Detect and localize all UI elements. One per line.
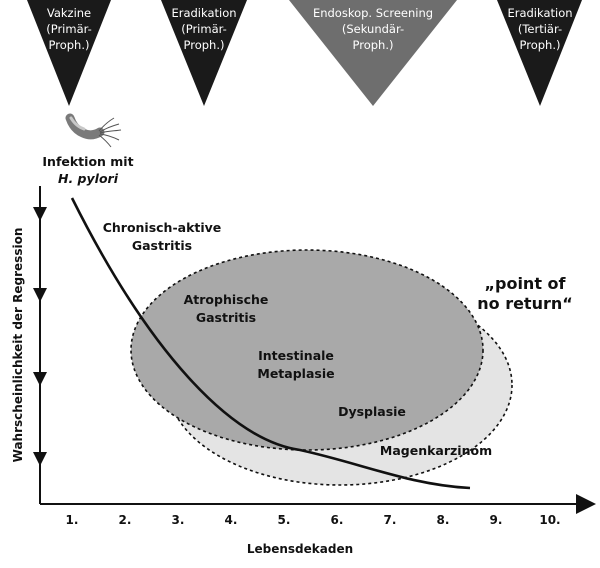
intervention-label-line1: Vakzine [47, 6, 91, 20]
point-of-no-return-line1: „point of [484, 274, 566, 293]
down-arrow-icon [33, 452, 47, 466]
intervention-triangle [289, 0, 457, 106]
intervention-label-line1: Eradikation [171, 6, 236, 20]
x-tick-label: 7. [384, 513, 397, 527]
intervention-label-line3: Proph.) [353, 38, 394, 52]
intervention-triangle [161, 0, 247, 106]
down-arrow-icon [33, 288, 47, 302]
stage-gastritis-line2: Gastritis [132, 238, 192, 253]
intervention-label-line3: Proph.) [184, 38, 225, 52]
x-tick-label: 4. [225, 513, 238, 527]
intervention-label-line3: Proph.) [520, 38, 561, 52]
infection-label-line2: H. pylori [58, 171, 119, 186]
intervention-endoscopic-screening: Endoskop. Screening (Sekundär- Proph.) [289, 0, 457, 106]
intervention-eradication-tertiary: Eradikation (Tertiär- Proph.) [497, 0, 582, 106]
stage-metaplasia-line1: Intestinale [258, 348, 334, 363]
intervention-label-line2: (Tertiär- [518, 22, 562, 36]
stage-dysplasia: Dysplasie [338, 404, 406, 419]
stage-gastritis-line1: Chronisch-aktive [103, 220, 222, 235]
x-tick-label: 1. [66, 513, 79, 527]
y-axis-down-arrows [33, 207, 47, 466]
stage-atrophic-line2: Gastritis [196, 310, 256, 325]
intervention-triangle [497, 0, 582, 106]
x-tick-label: 9. [490, 513, 503, 527]
x-tick-label: 5. [278, 513, 291, 527]
intervention-triangle [27, 0, 111, 106]
precancerous-zone-ellipse [130, 249, 484, 451]
stage-carcinoma: Magenkarzinom [380, 443, 492, 458]
x-axis-title: Lebensdekaden [247, 542, 353, 556]
x-tick-label: 6. [331, 513, 344, 527]
intervention-label-line2: (Primär- [181, 22, 227, 36]
intervention-vaccine: Vakzine (Primär- Proph.) [27, 0, 111, 106]
x-tick-label: 3. [172, 513, 185, 527]
x-tick-label: 10. [539, 513, 560, 527]
y-axis-title: Wahrscheinlichkeit der Regression [11, 228, 25, 463]
intervention-label-line1: Endoskop. Screening [313, 6, 433, 20]
stage-metaplasia-line2: Metaplasie [257, 366, 334, 381]
intervention-label-line2: (Sekundär- [342, 22, 404, 36]
point-of-no-return-line2: no return“ [477, 294, 573, 313]
intervention-label-line1: Eradikation [507, 6, 572, 20]
x-axis-ticks: 1. 2. 3. 4. 5. 6. 7. 8. 9. 10. [66, 513, 561, 527]
x-tick-label: 8. [437, 513, 450, 527]
x-tick-label: 2. [119, 513, 132, 527]
down-arrow-icon [33, 207, 47, 221]
regression-curve [70, 197, 471, 490]
intervention-label-line3: Proph.) [49, 38, 90, 52]
intervention-label-line2: (Primär- [46, 22, 92, 36]
down-arrow-icon [33, 372, 47, 386]
intervention-eradication-primary: Eradikation (Primär- Proph.) [161, 0, 247, 106]
stage-atrophic-line1: Atrophische [184, 292, 269, 307]
bacterium-icon [65, 113, 122, 148]
infection-label-line1: Infektion mit [42, 154, 133, 169]
